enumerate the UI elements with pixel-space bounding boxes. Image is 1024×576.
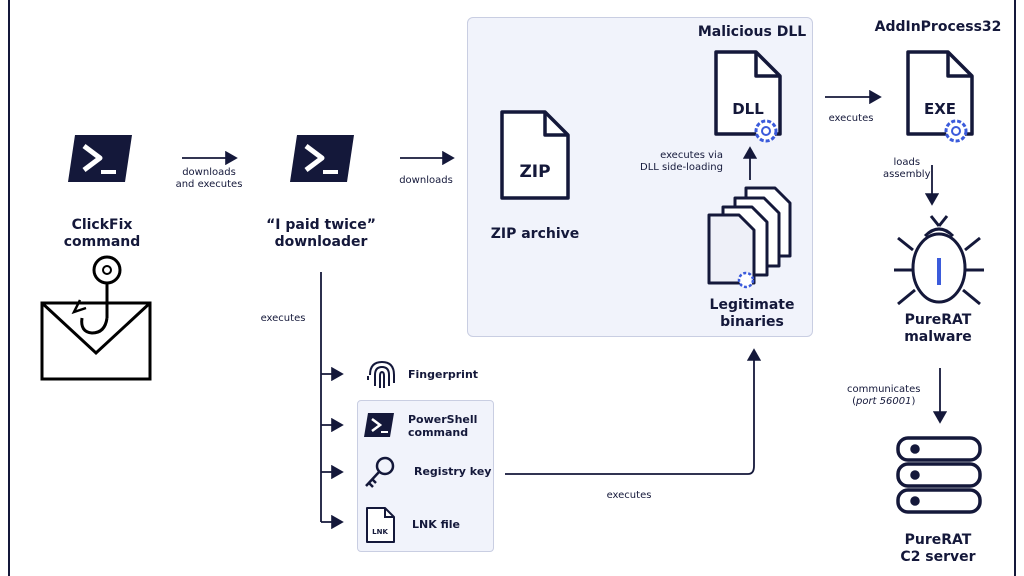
powershell-command-icon	[364, 413, 394, 437]
persistence-powershell-label: PowerShell command	[408, 413, 478, 440]
downloader-label-line2: downloader	[274, 233, 368, 250]
zip-archive-label: ZIP archive	[490, 226, 580, 242]
purerat-malware-label: PureRAT malware	[904, 312, 972, 346]
malicious-dll-title: Malicious DLL	[697, 24, 807, 40]
right-border-line	[1014, 0, 1016, 576]
zip-file-icon	[500, 110, 570, 200]
sideload-edge-label-line2: DLL side-loading	[640, 162, 723, 173]
clickfix-label-line1: ClickFix	[71, 217, 133, 233]
bug-icon	[894, 215, 984, 306]
exe-badge: EXE	[923, 100, 957, 118]
left-border-line	[8, 0, 10, 576]
communicates-port-line: (port 56001)	[852, 396, 916, 407]
powershell-icon	[68, 135, 132, 182]
clickfix-label-line2: command	[63, 233, 141, 250]
communicates-edge-label: communicates (port 56001)	[847, 384, 920, 408]
legitimate-binaries-stack-icon	[707, 186, 792, 285]
zip-badge: ZIP	[519, 162, 551, 182]
downloads-edge-label: downloads	[399, 175, 453, 186]
fish-hook-icon	[71, 255, 122, 335]
port-number: port 56001	[855, 396, 912, 407]
communicates-line1: communicates	[847, 384, 921, 395]
dll-badge: DLL	[732, 100, 764, 118]
executes-bottom-edge-label: executes	[606, 490, 652, 501]
c2-server-line1: PureRAT	[904, 532, 972, 548]
addinprocess-title: AddInProcess32	[874, 19, 1002, 35]
gear-icon	[754, 119, 778, 143]
legitimate-binaries-line2: binaries	[720, 313, 784, 330]
downloads-and-executes-line2: and executes	[175, 179, 243, 190]
persistence-lnk-label: LNK file	[412, 518, 460, 531]
executes-exe-edge-label: executes	[828, 113, 874, 124]
c2-server-label: PureRAT C2 server	[900, 532, 975, 566]
gear-icon	[737, 271, 755, 289]
purerat-malware-line1: PureRAT	[904, 312, 972, 328]
loads-assembly-edge-label: loads assembly	[883, 157, 931, 181]
legitimate-binaries-line1: Legitimate	[709, 297, 795, 313]
phishing-envelope-icon	[40, 301, 152, 381]
c2-server-line2: C2 server	[900, 548, 976, 565]
persistence-fingerprint-label: Fingerprint	[408, 368, 479, 381]
downloads-and-executes-line1: downloads	[182, 167, 236, 178]
downloader-label-line1: “I paid twice”	[266, 217, 376, 233]
lnk-file-icon	[366, 507, 395, 543]
loads-assembly-line2: assembly	[883, 169, 931, 180]
legitimate-binaries-label: Legitimate binaries	[710, 297, 795, 331]
clickfix-label: ClickFix command	[64, 217, 141, 251]
sideload-edge-label: executes via DLL side-loading	[640, 150, 723, 174]
edge-lines	[182, 89, 948, 530]
downloader-label: “I paid twice” downloader	[266, 217, 376, 251]
key-icon	[365, 456, 395, 488]
persistence-registry-label: Registry key	[414, 465, 492, 478]
exe-file-icon	[906, 50, 974, 136]
lnk-badge: LNK	[372, 528, 388, 536]
server-icon	[896, 436, 982, 514]
dll-file-icon	[714, 50, 782, 136]
downloads-and-executes-label: downloads and executes	[176, 167, 243, 191]
powershell-icon	[290, 135, 354, 182]
sideload-edge-label-line1: executes via	[660, 150, 723, 161]
executes-left-edge-label: executes	[260, 313, 306, 324]
fingerprint-icon	[367, 360, 395, 388]
loads-assembly-line1: loads	[893, 157, 921, 168]
purerat-malware-line2: malware	[904, 328, 972, 345]
gear-icon	[944, 119, 968, 143]
